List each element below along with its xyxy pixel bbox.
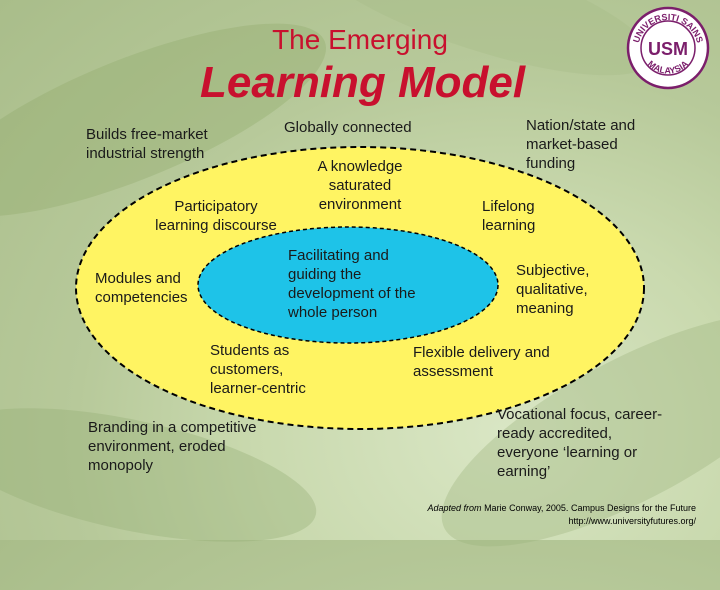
label-subjective: Subjective, qualitative, meaning bbox=[516, 262, 590, 317]
credit-adapted: Adapted from bbox=[427, 503, 482, 513]
logo-center-text: USM bbox=[648, 39, 688, 59]
label-students: Students as customers, learner-centric bbox=[210, 342, 306, 397]
usm-logo: UNIVERSITI SAINS MALAYSIA USM bbox=[626, 6, 710, 90]
credit-url: http://www.universityfutures.org/ bbox=[568, 516, 696, 526]
credit: Adapted from Marie Conway, 2005. Campus … bbox=[428, 502, 696, 528]
label-builds: Builds free-market industrial strength bbox=[86, 126, 208, 162]
label-flexible: Flexible delivery and assessment bbox=[413, 344, 550, 380]
slide-title-line2: Learning Model bbox=[200, 58, 526, 107]
label-vocational: Vocational focus, career-ready accredite… bbox=[497, 406, 663, 480]
label-nation: Nation/state and market-based funding bbox=[526, 117, 636, 172]
label-knowledge: A knowledge saturated environment bbox=[317, 158, 403, 213]
label-branding: Branding in a competitive environment, e… bbox=[88, 419, 257, 474]
label-facilitating: Facilitating and guiding the development… bbox=[288, 247, 416, 321]
slide-title-line1: The Emerging bbox=[272, 24, 448, 55]
inner-ellipse bbox=[197, 226, 499, 344]
label-global: Globally connected bbox=[284, 119, 412, 136]
label-lifelong: Lifelong learning bbox=[482, 198, 536, 234]
label-modules: Modules and competencies bbox=[95, 270, 188, 306]
label-participatory: Participatory learning discourse bbox=[155, 198, 277, 234]
logo-bottom-text: MALAYSIA bbox=[646, 58, 691, 75]
svg-text:MALAYSIA: MALAYSIA bbox=[646, 58, 691, 75]
credit-source: Marie Conway, 2005. Campus Designs for t… bbox=[484, 503, 696, 513]
learning-model-diagram bbox=[75, 146, 645, 430]
